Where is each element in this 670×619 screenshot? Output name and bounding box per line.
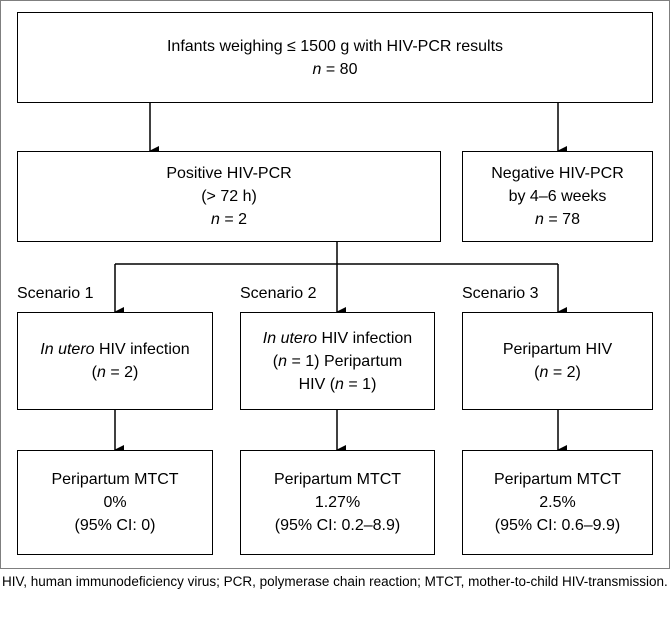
scenario-3-label: Scenario 3 [462, 285, 539, 302]
scenario-1-cause-count: (n = 2) [91, 364, 139, 381]
negative-pcr-box: Negative HIV-PCR by 4–6 weeks n = 78 [462, 151, 653, 242]
scenario-3-result-box: Peripartum MTCT 2.5% (95% CI: 0.6–9.9) [462, 450, 653, 555]
top-box-title: Infants weighing ≤ 1500 g with HIV-PCR r… [166, 37, 504, 55]
scenario-3-cause-box: Peripartum HIV (n = 2) [462, 312, 653, 410]
scenario-2-result-title: Peripartum MTCT [273, 471, 402, 488]
scenario-1-result-title: Peripartum MTCT [51, 471, 179, 488]
scenario-1-result-ci: (95% CI: 0) [74, 517, 156, 534]
negative-title: Negative HIV-PCR [491, 165, 624, 182]
negative-count: n = 78 [535, 211, 580, 228]
scenario-3-result-title: Peripartum MTCT [493, 471, 622, 488]
positive-pcr-box: Positive HIV-PCR (> 72 h) n = 2 [17, 151, 441, 242]
positive-title: Positive HIV-PCR [166, 165, 292, 182]
scenario-2-result-ci: (95% CI: 0.2–8.9) [274, 517, 401, 534]
scenario-2-cause-box: In utero HIV infection (n = 1) Peripartu… [240, 312, 435, 410]
top-box: Infants weighing ≤ 1500 g with HIV-PCR r… [17, 12, 653, 103]
scenario-3-result-value: 2.5% [539, 494, 576, 511]
connector-lines [114, 102, 567, 455]
scenario-3-cause-line1: Peripartum HIV [502, 341, 613, 358]
scenario-2-cause-line3: HIV (n = 1) [298, 375, 377, 393]
figure-caption: HIV, human immunodeficiency virus; PCR, … [2, 574, 668, 589]
scenario-1-cause-box: In utero HIV infection (n = 2) [17, 312, 213, 410]
scenario-1-result-value: 0% [103, 494, 127, 511]
scenario-1-result-box: Peripartum MTCT 0% (95% CI: 0) [17, 450, 213, 555]
scenario-2-result-value: 1.27% [314, 494, 361, 511]
top-box-count: n = 80 [312, 60, 358, 78]
scenario-2-label: Scenario 2 [240, 285, 317, 302]
scenario-2-result-box: Peripartum MTCT 1.27% (95% CI: 0.2–8.9) [240, 450, 435, 555]
positive-timing: (> 72 h) [201, 188, 257, 205]
scenario-1-cause-line1: In utero HIV infection [40, 341, 190, 358]
positive-count: n = 2 [210, 211, 248, 228]
scenario-3-result-ci: (95% CI: 0.6–9.9) [494, 517, 621, 534]
scenario-2-cause-line2: (n = 1) Peripartum [272, 352, 403, 370]
scenario-3-cause-count: (n = 2) [534, 364, 581, 381]
scenario-2-cause-line1: In utero HIV infection [262, 329, 413, 347]
negative-timing: by 4–6 weeks [508, 188, 607, 205]
scenario-1-label: Scenario 1 [17, 285, 94, 302]
